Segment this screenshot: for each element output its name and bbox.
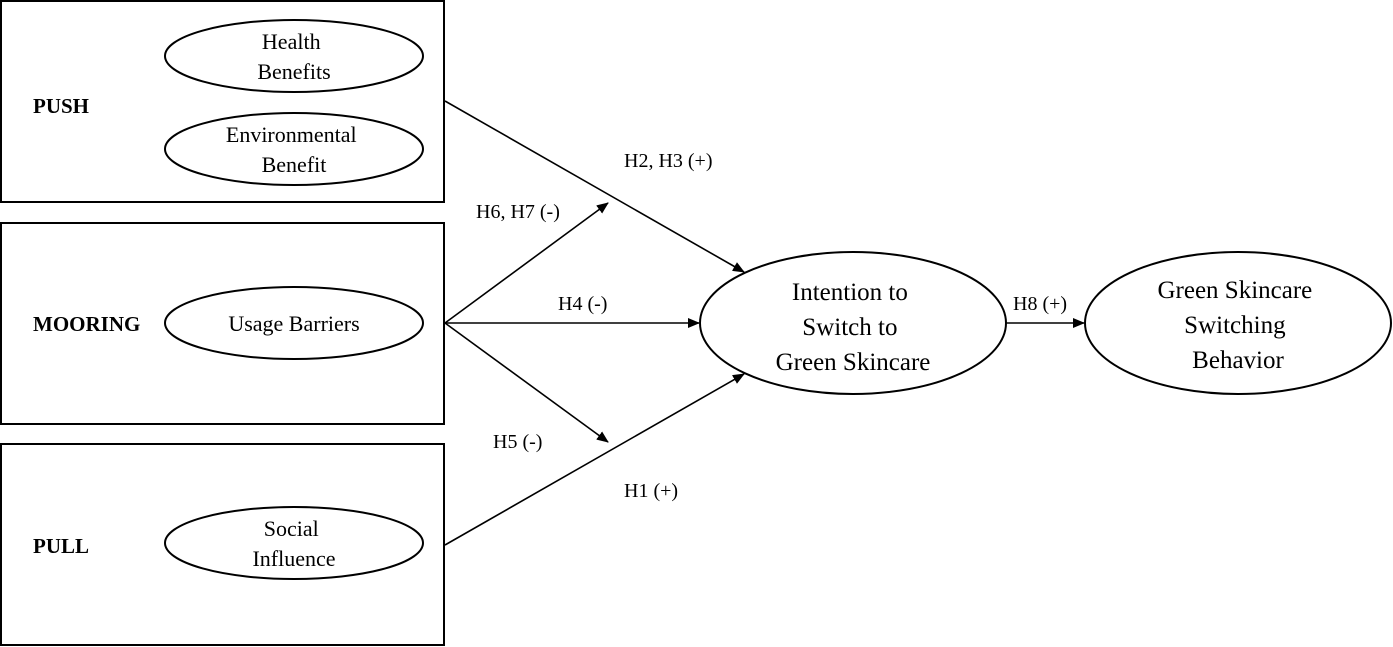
social-influence-line-1: Social [264, 516, 319, 541]
mooring-group-label: MOORING [33, 312, 140, 336]
hypothesis-h2-h3-label: H2, H3 (+) [624, 150, 713, 172]
environmental-benefit-construct [164, 112, 424, 186]
hypothesis-h4-label: H4 (-) [558, 293, 607, 315]
mooring-moderation-pull-arrow [444, 322, 609, 443]
behavior-construct [1084, 251, 1392, 395]
intention-line-1: Intention to [792, 279, 908, 306]
push-to-intention-arrow [444, 100, 745, 273]
hypothesis-h6-h7-label: H6, H7 (-) [476, 201, 560, 223]
health-benefits-label: Health Benefits [257, 29, 330, 84]
hypothesis-h5-label: H5 (-) [493, 431, 542, 453]
usage-barriers-label: Usage Barriers [228, 311, 359, 336]
behavior-line-2: Switching [1184, 312, 1286, 339]
hypothesis-h8-label: H8 (+) [1013, 293, 1067, 315]
environmental-benefit-line-1: Environmental [226, 122, 357, 147]
health-benefits-line-2: Benefits [257, 59, 330, 84]
usage-barriers-construct [164, 286, 424, 360]
environmental-benefit-label: Environmental Benefit [226, 122, 362, 177]
pull-group-label: PULL [33, 534, 89, 558]
push-group-label: PUSH [33, 94, 89, 118]
pull-to-intention-arrow [444, 373, 745, 546]
social-influence-label: Social Influence [252, 516, 335, 571]
hypothesis-h1-label: H1 (+) [624, 480, 678, 502]
mooring-moderation-push-arrow [444, 202, 609, 324]
social-influence-construct [164, 506, 424, 580]
intention-line-2: Switch to [802, 314, 897, 341]
behavior-label: Green Skincare Switching Behavior [1157, 277, 1318, 374]
social-influence-line-2: Influence [252, 546, 335, 571]
health-benefits-construct [164, 19, 424, 93]
intention-label: Intention to Switch to Green Skincare [776, 279, 931, 376]
behavior-line-3: Behavior [1192, 347, 1284, 374]
environmental-benefit-line-2: Benefit [262, 152, 327, 177]
intention-line-3: Green Skincare [776, 349, 931, 376]
health-benefits-line-1: Health [262, 29, 321, 54]
behavior-line-1: Green Skincare [1157, 277, 1312, 304]
